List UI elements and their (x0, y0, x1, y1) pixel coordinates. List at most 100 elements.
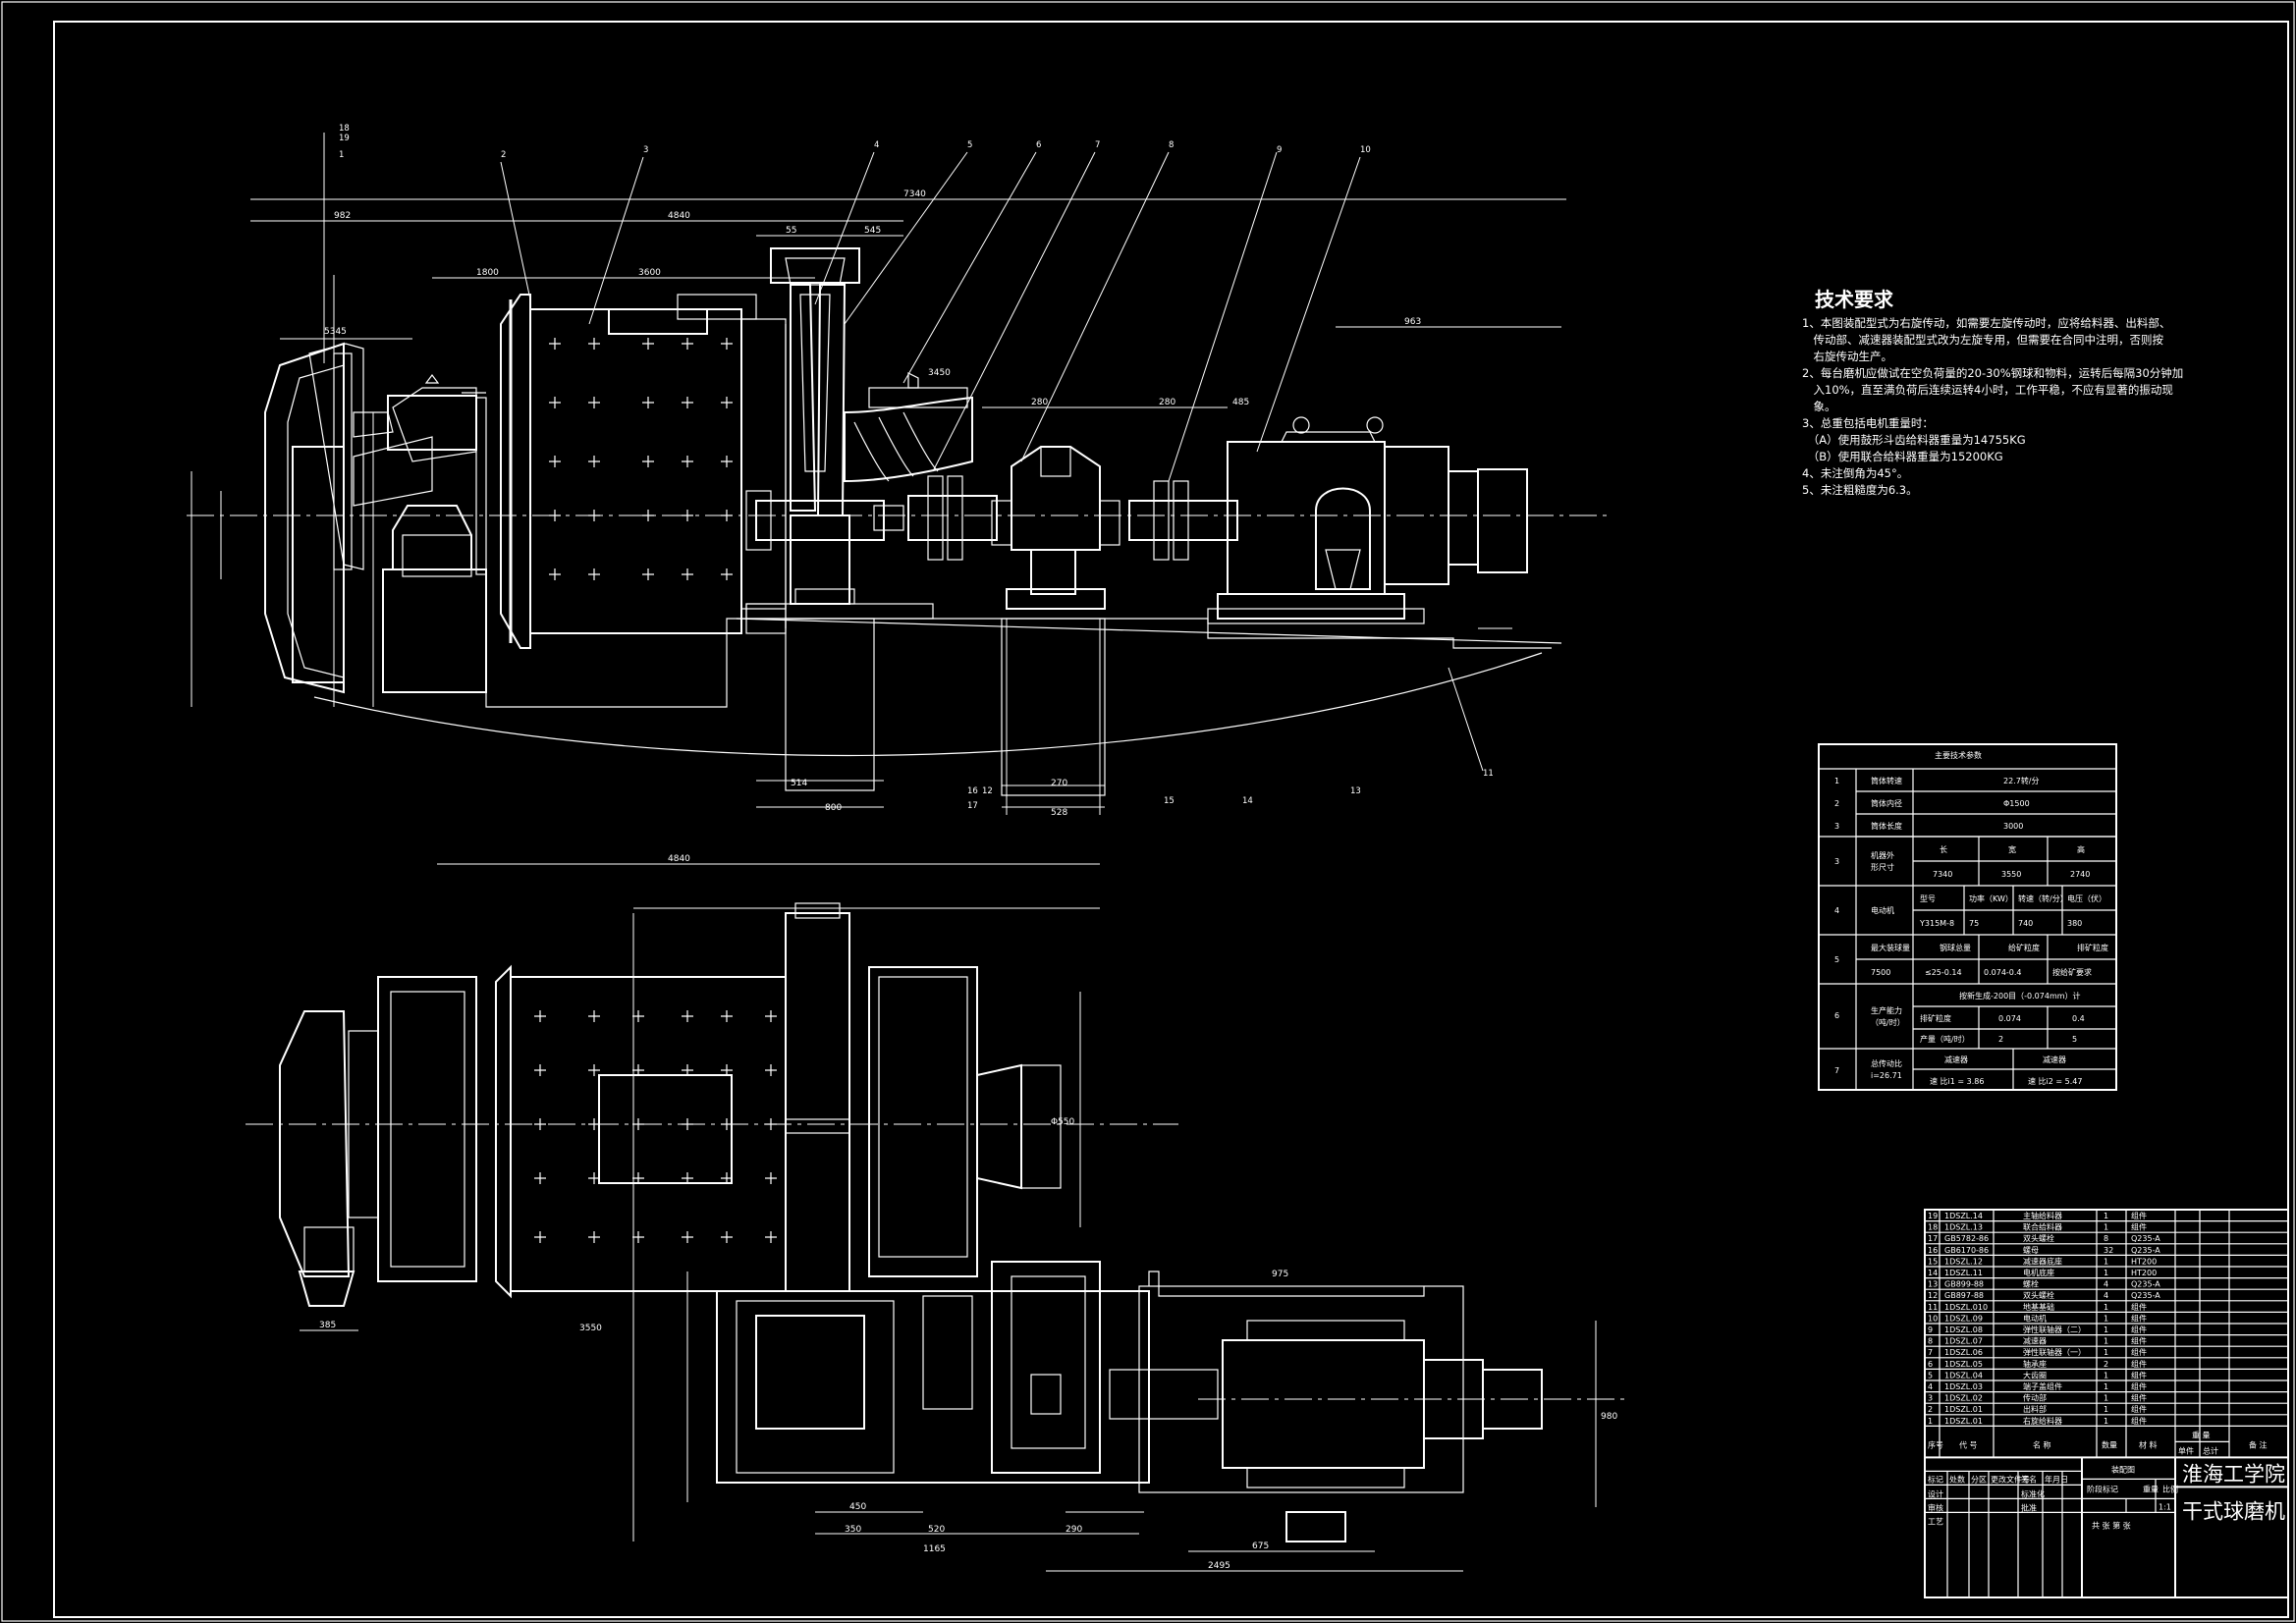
feeder-assembly (264, 133, 433, 707)
dim-label: Φ550 (1051, 1117, 1075, 1127)
bolt-mark (632, 1231, 644, 1243)
table-cell: 2740 (2070, 870, 2090, 879)
bom-cell: 双头螺栓 (2023, 1233, 2054, 1243)
bom-cell: 4 (1928, 1382, 1933, 1391)
table-cell: 0.074-0.4 (1984, 968, 2022, 977)
bom-cell: 7 (1928, 1348, 1933, 1357)
bom-cell: 弹性联轴器（二） (2023, 1325, 2086, 1334)
bom-cell: 1 (2104, 1212, 2108, 1220)
table-cell: 主要技术参数 (1935, 750, 1982, 760)
bom-cell: 1DSZL.05 (1944, 1360, 1983, 1369)
table-cell: 5 (2072, 1035, 2077, 1044)
bolt-mark (632, 1010, 644, 1022)
bolt-mark (682, 456, 693, 467)
bom-cell: HT200 (2131, 1269, 2157, 1277)
bom-cell: Q235-A (2131, 1280, 2160, 1289)
requirement-line: 1、本图装配型式为右旋传动，如需要左旋传动时，应将给料器、出料部、 (1802, 316, 2170, 330)
rev-header: 年月日 (2045, 1474, 2068, 1484)
table-cell: 0.074 (1998, 1014, 2021, 1023)
bom-cell: 1DSZL.14 (1944, 1212, 1983, 1220)
balloon-number: 4 (874, 140, 879, 150)
table-cell: 筒体长度 (1871, 821, 1902, 831)
role-label: 审核 (1928, 1502, 1943, 1512)
bom-cell: 12 (1928, 1291, 1938, 1300)
bolt-mark (765, 1010, 777, 1022)
bom-cell: 右旋给料器 (2023, 1416, 2062, 1426)
elevation-view (187, 133, 1611, 815)
bolt-mark (642, 338, 654, 350)
bom-cell: GB899-88 (1944, 1280, 1984, 1289)
bom-cell: 14 (1928, 1269, 1938, 1277)
requirement-line: 4、未注倒角为45°。 (1802, 466, 1908, 480)
bom-cell: 32 (2104, 1246, 2113, 1255)
bom-cell: 地基基础 (2023, 1302, 2054, 1312)
bolt-mark (682, 1231, 693, 1243)
plan-feeder (279, 976, 477, 1307)
motor-coupling (1128, 480, 1238, 561)
table-cell: 筒体转速 (1871, 776, 1902, 785)
drum-bolt-pattern (549, 338, 733, 580)
table-cell: 产量（吨/时） (1920, 1034, 1970, 1044)
bom-cell: 组件 (2131, 1313, 2147, 1323)
bolt-mark (721, 456, 733, 467)
bolt-mark (721, 338, 733, 350)
table-cell: 3 (1834, 822, 1839, 831)
table-cell: 筒体内径 (1871, 798, 1902, 808)
bolt-mark (534, 1010, 546, 1022)
table-cell: 7500 (1871, 968, 1890, 977)
dim-label: 5345 (324, 327, 347, 337)
bom-cell: 1 (2104, 1269, 2108, 1277)
bolt-mark (588, 1064, 600, 1076)
bom-cell: 9 (1928, 1325, 1933, 1334)
bolt-mark (588, 568, 600, 580)
bom-cell: 8 (2104, 1234, 2108, 1243)
dim-label: 350 (845, 1525, 861, 1535)
table-cell: 3550 (2001, 870, 2021, 879)
leader-line (1448, 667, 1484, 772)
dim-label: 800 (825, 803, 842, 813)
bom-cell: 1DSZL.04 (1944, 1371, 1983, 1380)
leader-line (1020, 151, 1170, 462)
table-cell: 高 (2077, 844, 2085, 854)
bom-cell: 1 (2104, 1382, 2108, 1391)
bom-cell: 1 (2104, 1257, 2108, 1266)
dim-label: 485 (1232, 398, 1249, 407)
bom-cell: 1DSZL.12 (1944, 1257, 1983, 1266)
dim-label: 1800 (476, 268, 499, 278)
bolt-mark (682, 338, 693, 350)
table-cell: （吨/时） (1871, 1017, 1905, 1027)
plan-view (246, 863, 1625, 1572)
bolt-mark (765, 1064, 777, 1076)
bom-cell: 组件 (2131, 1302, 2147, 1312)
tech-requirements-title: 技术要求 (1815, 288, 1894, 311)
balloon-number: 6 (1036, 140, 1041, 150)
bom-cell: 19 (1928, 1212, 1938, 1220)
bom-header: 单件 (2178, 1445, 2194, 1455)
bom-cell: 2 (2104, 1360, 2108, 1369)
dim-label: 270 (1051, 779, 1067, 788)
bom-cell: 1DSZL.03 (1944, 1382, 1983, 1391)
bolt-mark (549, 510, 561, 521)
balloon-number: 5 (967, 140, 972, 150)
school-name: 淮海工学院 (2182, 1462, 2285, 1486)
table-cell: 4 (1834, 906, 1839, 915)
dimension-labels: 7340 4840 1800 3600 55 545 3450 280 280 … (319, 189, 1617, 1571)
bom-cell: 1 (2104, 1223, 2108, 1232)
bom-header: 备 注 (2249, 1439, 2268, 1449)
bom-cell: 1DSZL.11 (1944, 1269, 1983, 1277)
bolt-mark (534, 1231, 546, 1243)
balloon-number: 16 (967, 786, 978, 796)
bom-cell: 组件 (2131, 1211, 2147, 1220)
table-cell: 3 (1834, 857, 1839, 866)
bom-cell: 联合给料器 (2023, 1222, 2062, 1232)
dim-label: 675 (1252, 1542, 1269, 1551)
table-cell: 机器外 (1871, 850, 1894, 860)
dim-label: 4840 (668, 211, 690, 221)
table-cell: 形尺寸 (1871, 862, 1894, 872)
bom-cell: 1DSZL.02 (1944, 1394, 1983, 1403)
dim-label: 290 (1066, 1525, 1082, 1535)
requirement-line: 象。 (1802, 400, 1836, 413)
